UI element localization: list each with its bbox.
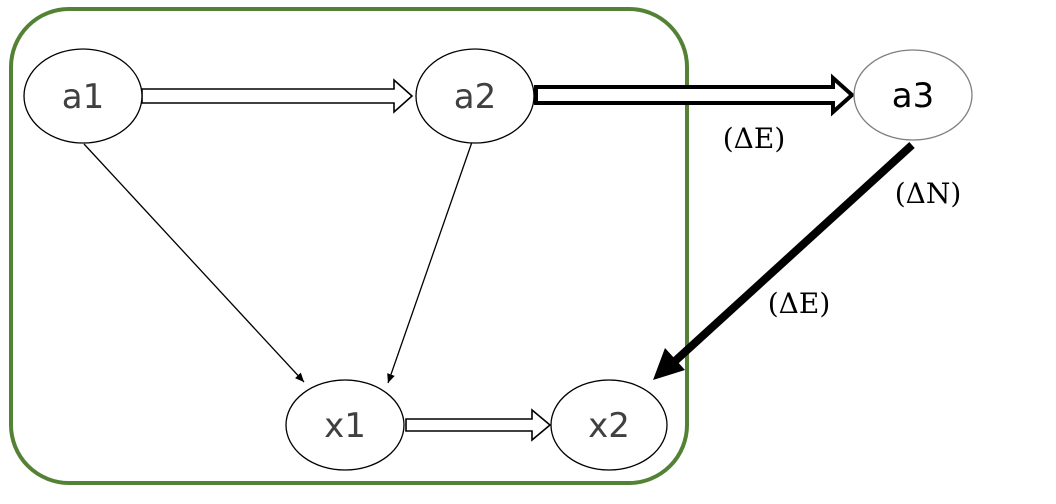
node-x1: x1 [285,379,405,471]
node-a3-label: a3 [892,76,934,116]
edge-a2-x1 [387,141,473,384]
edge-label-a3-x2-delta-n: (ΔN) [895,177,962,210]
node-x2-label: x2 [588,406,630,446]
edge-a3-x2 [653,142,915,380]
node-a2-label: a2 [454,77,496,117]
node-a2: a2 [415,48,535,144]
edge-a1-a2 [141,78,414,114]
edge-x1-x2 [405,408,552,442]
node-a1: a1 [23,48,143,144]
edge-a1-x1 [83,143,305,383]
node-a1-label: a1 [62,77,104,117]
node-a3: a3 [853,49,973,141]
edge-label-a2-a3: (ΔE) [723,122,786,155]
group-boundary [9,7,689,485]
edge-label-a3-x2-delta-e: (ΔE) [768,287,831,320]
node-x1-label: x1 [324,406,366,446]
node-x2: x2 [550,379,668,471]
edge-a2-a3 [534,73,855,117]
